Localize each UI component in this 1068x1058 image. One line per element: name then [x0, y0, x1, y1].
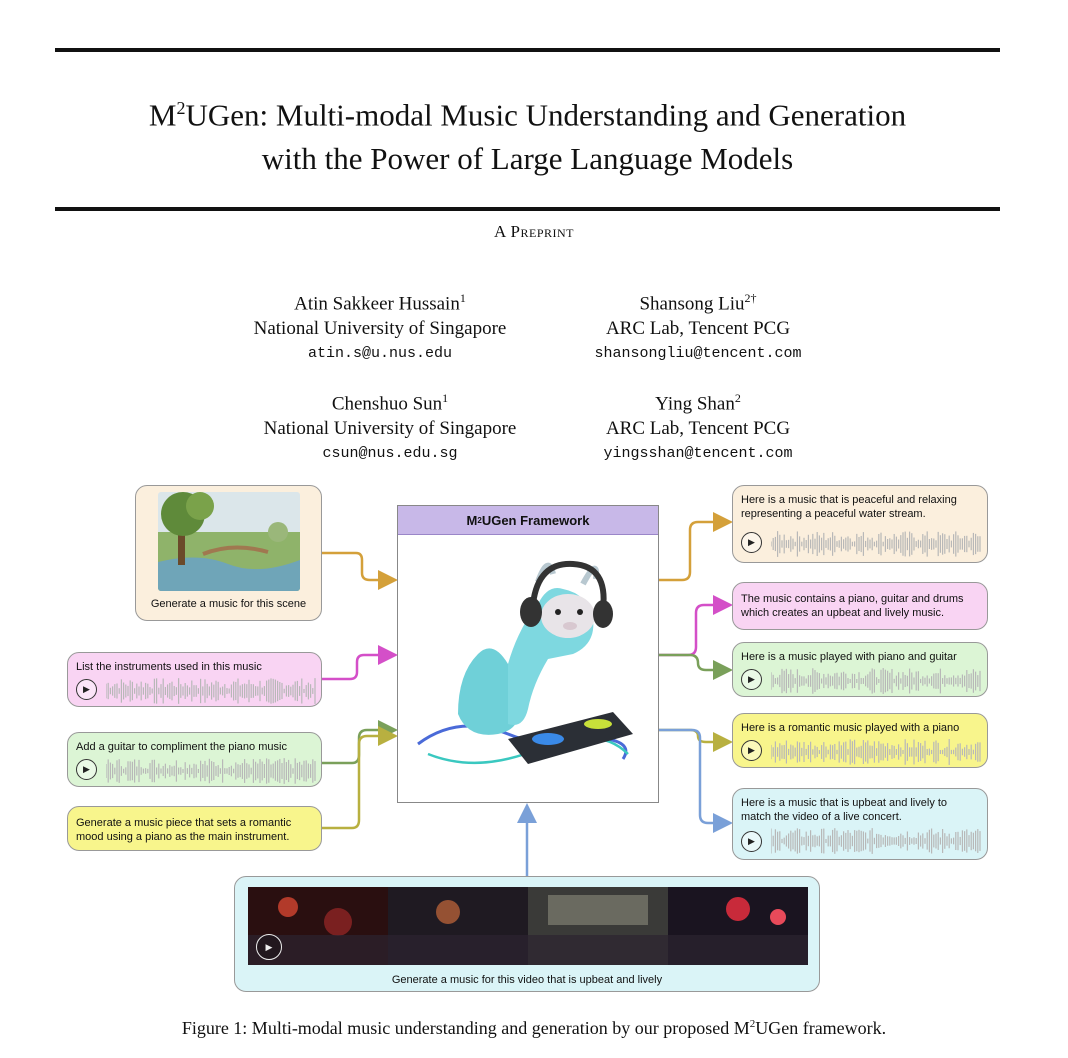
romantic-prompt-text: Generate a music piece that sets a roman… — [76, 817, 292, 843]
waveform — [771, 668, 981, 694]
author-name: Ying Shan — [655, 393, 735, 415]
author-email[interactable]: shansongliu@tencent.com — [594, 345, 802, 363]
romantic-output-box: Here is a romantic music played with a p… — [732, 713, 988, 768]
author-block: Chenshuo Sun1 National University of Sin… — [230, 386, 550, 466]
waveform — [771, 828, 981, 854]
author-email[interactable]: yingsshan@tencent.com — [603, 445, 793, 463]
guitar-input-box: Add a guitar to compliment the piano mus… — [67, 732, 322, 787]
image-prompt-text: Generate a music for this scene — [150, 598, 307, 610]
video-prompt-text: Generate a music for this video that is … — [391, 974, 663, 986]
author-name: Atin Sakkeer Hussain — [294, 293, 460, 315]
author-name: Chenshuo Sun — [331, 393, 443, 415]
play-icon[interactable]: ▶ — [741, 740, 762, 761]
author-block: Atin Sakkeer Hussain1 National Universit… — [230, 286, 530, 366]
author-block: Shansong Liu2† ARC Lab, Tencent PCG shan… — [548, 286, 848, 366]
video-strip: ▶ — [248, 887, 808, 965]
video-play-icon[interactable]: ▶ — [256, 934, 282, 960]
arrow-instruments-output — [659, 595, 733, 657]
arrow-romantic-input — [322, 726, 398, 830]
paper-title: M2UGen: Multi-modal Music Understanding … — [148, 97, 907, 177]
video-input-box: ▶ Generate a music for this video that i… — [234, 876, 820, 992]
preprint-label: A Preprint — [493, 222, 575, 241]
bottom-rule — [55, 207, 1000, 211]
author-email[interactable]: csun@nus.edu.sg — [322, 445, 458, 463]
romantic-input-box: Generate a music piece that sets a roman… — [67, 806, 322, 851]
guitar-prompt-text: Add a guitar to compliment the piano mus… — [76, 741, 287, 753]
pianoguitar-output-text: Here is a music played with piano and gu… — [741, 651, 957, 663]
play-icon[interactable]: ▶ — [741, 669, 762, 690]
play-icon[interactable]: ▶ — [76, 759, 97, 780]
concert-output-text: Here is a music that is upbeat and livel… — [741, 797, 948, 823]
landscape-painting-icon — [158, 492, 300, 591]
waveform — [106, 758, 316, 784]
figure-caption: Figure 1: Multi-modal music understandin… — [181, 1018, 887, 1038]
waveform — [106, 678, 316, 704]
author-affiliation: ARC Lab, Tencent PCG — [605, 318, 791, 340]
scene-image — [158, 492, 300, 591]
arrow-image-input — [322, 551, 398, 590]
arrow-romantic-output — [659, 728, 733, 752]
peaceful-output-text: Here is a music that is peaceful and rel… — [741, 494, 957, 520]
waveform — [771, 531, 981, 557]
arrow-pianoguitar-output — [659, 653, 733, 680]
peaceful-output-box: Here is a music that is peaceful and rel… — [732, 485, 988, 563]
instruments-input-box: List the instruments used in this music … — [67, 652, 322, 707]
author-affiliation: National University of Singapore — [263, 418, 517, 440]
author-email[interactable]: atin.s@u.nus.edu — [307, 345, 453, 363]
instruments-output-text: The music contains a piano, guitar and d… — [741, 593, 964, 619]
pianoguitar-output-box: Here is a music played with piano and gu… — [732, 642, 988, 697]
romantic-output-text: Here is a romantic music played with a p… — [741, 722, 960, 734]
author-block: Ying Shan2 ARC Lab, Tencent PCG yingssha… — [548, 386, 848, 466]
image-input-box: Generate a music for this scene — [135, 485, 322, 621]
play-icon[interactable]: ▶ — [76, 679, 97, 700]
play-icon[interactable]: ▶ — [741, 831, 762, 852]
top-rule — [55, 48, 1000, 52]
concert-video-icon — [248, 887, 808, 965]
concert-output-box: Here is a music that is upbeat and livel… — [732, 788, 988, 860]
llama-dj-icon — [417, 560, 633, 765]
instruments-output-box: The music contains a piano, guitar and d… — [732, 582, 988, 630]
author-name: Shansong Liu — [639, 293, 745, 315]
author-affiliation: National University of Singapore — [253, 318, 507, 340]
author-affiliation: ARC Lab, Tencent PCG — [605, 418, 791, 440]
instruments-prompt-text: List the instruments used in this music — [76, 661, 262, 673]
waveform — [771, 739, 981, 765]
arrow-concert-output — [659, 728, 733, 833]
arrow-peaceful-output — [659, 512, 733, 582]
play-icon[interactable]: ▶ — [741, 532, 762, 553]
arrow-instruments-input — [322, 645, 398, 681]
